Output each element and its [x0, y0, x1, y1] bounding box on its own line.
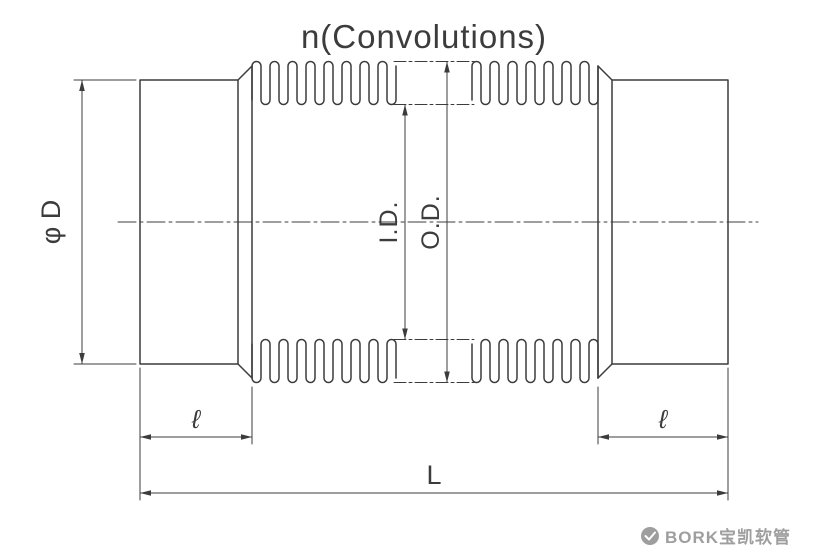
length-label: L [426, 460, 441, 490]
bellows [251, 60, 599, 384]
dimension-ell-right: ℓ [597, 386, 728, 445]
id-label: I.D. [375, 201, 403, 244]
pipe-od-label: φ D [36, 200, 66, 245]
left-pipe [139, 65, 253, 379]
bellows-convolutions-bottom-right [471, 338, 599, 384]
bork-logo-icon [641, 527, 659, 545]
ell-right-label: ℓ [658, 404, 669, 434]
dimension-pipe-od: φ D [36, 79, 137, 365]
bellows-convolutions-top-left [251, 60, 397, 106]
bork-logo-mark [644, 531, 656, 541]
ell-left-label: ℓ [191, 404, 202, 434]
right-pipe-outline [597, 65, 729, 379]
diagram-title: n(Convolutions) [301, 18, 547, 55]
dimension-ell-left: ℓ [140, 386, 253, 445]
dimension-id: I.D. [375, 104, 408, 340]
bellows-convolutions-bottom-left [251, 338, 397, 384]
dimension-overall-length: L [140, 460, 728, 496]
od-label: O.D. [417, 194, 445, 249]
watermark-text: BORK宝凯软管 [665, 527, 791, 547]
right-pipe [597, 65, 729, 379]
watermark: BORK宝凯软管 [641, 527, 791, 547]
dimension-od: O.D. [417, 61, 450, 383]
bellows-convolutions-top-right [471, 60, 599, 106]
left-pipe-outline [139, 65, 253, 379]
